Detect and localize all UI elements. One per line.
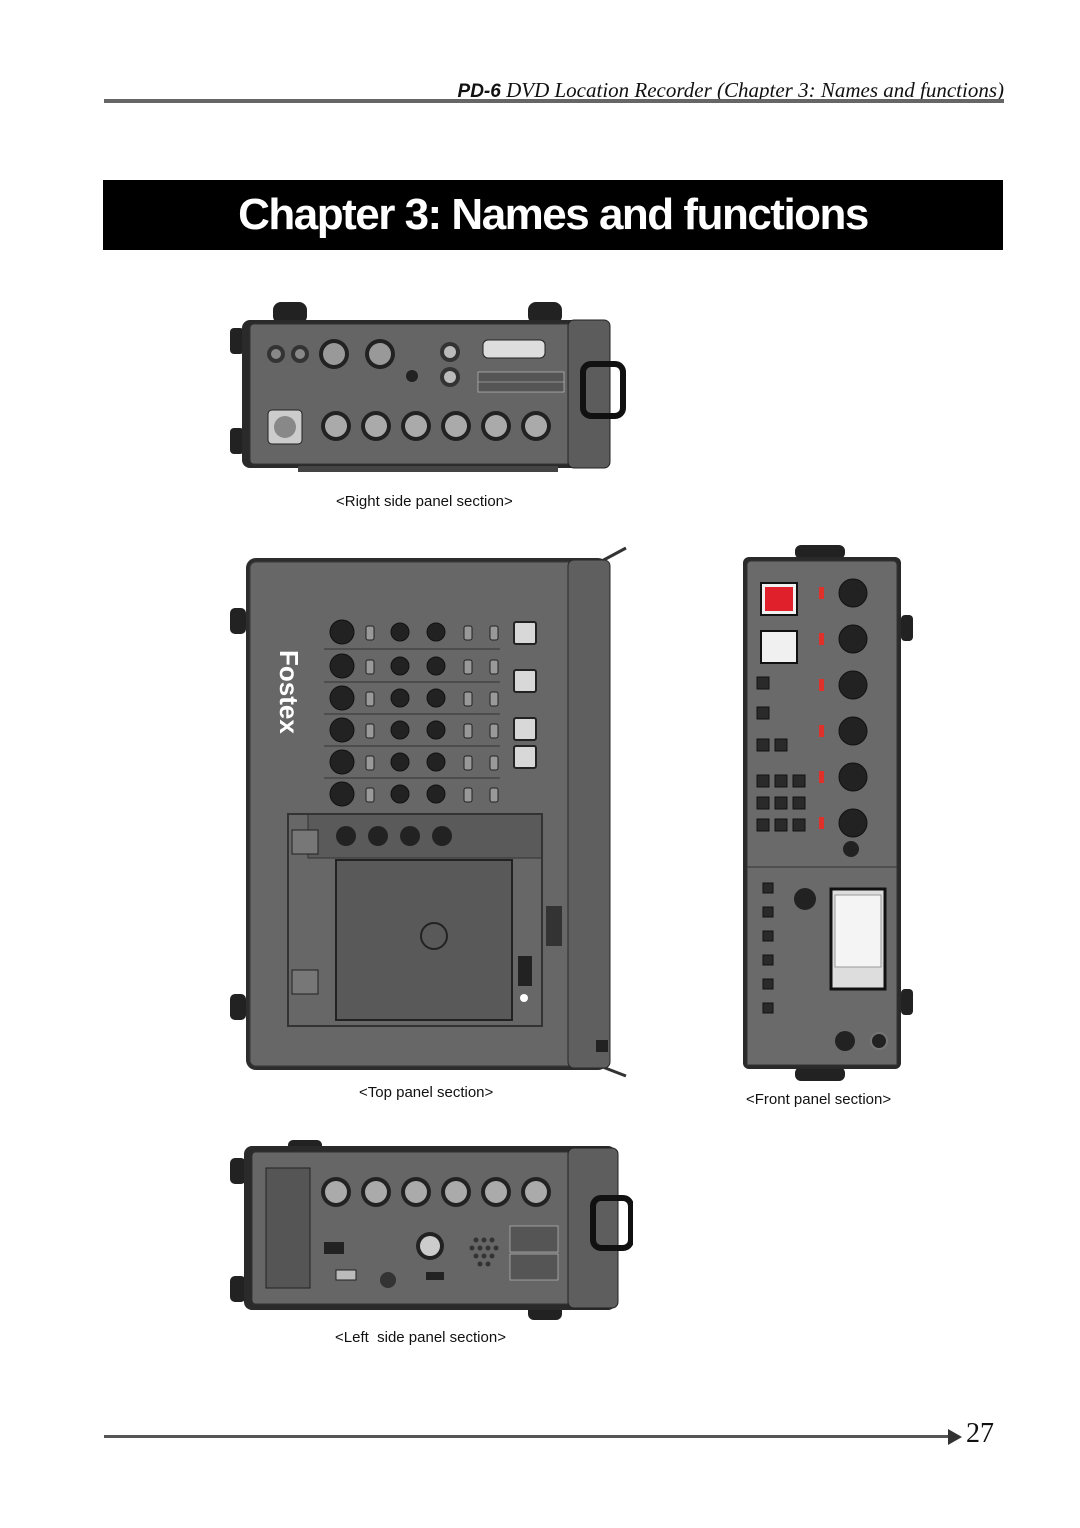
rec-button-illustration [765, 587, 793, 611]
footer-arrow-icon [948, 1429, 962, 1445]
header-description: DVD Location Recorder (Chapter 3: Names … [500, 78, 1004, 102]
page-number: 27 [966, 1418, 994, 1449]
front-panel-caption: <Front panel section> [746, 1091, 892, 1108]
left-side-panel-illustration [228, 1138, 633, 1323]
chapter-title-bar: Chapter 3: Names and functions [103, 180, 1003, 250]
header-model: PD-6 [457, 81, 501, 102]
front-panel-illustration [735, 543, 915, 1086]
right-side-panel-caption: <Right side panel section> [336, 493, 513, 510]
fostex-logo: Fostex [274, 650, 304, 734]
chapter-title: Chapter 3: Names and functions [238, 190, 869, 239]
footer-rule [104, 1435, 952, 1438]
running-header: PD-6 DVD Location Recorder (Chapter 3: N… [92, 78, 1004, 103]
top-panel-caption: <Top panel section> [359, 1084, 494, 1101]
left-side-panel-caption: <Left side panel section> [335, 1329, 506, 1346]
header-rule [104, 99, 1004, 103]
right-side-panel-illustration [228, 298, 633, 480]
top-panel-illustration: Fostex [228, 546, 633, 1081]
